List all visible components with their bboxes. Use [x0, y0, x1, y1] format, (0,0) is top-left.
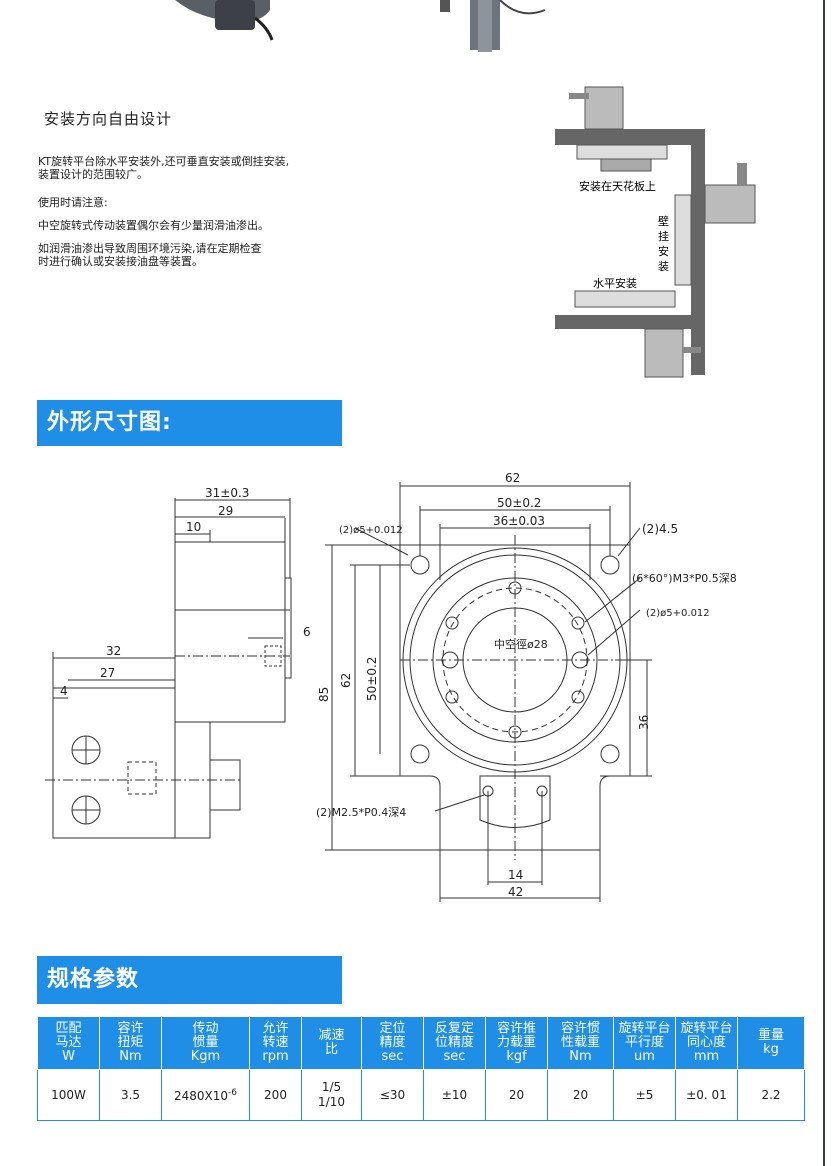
dim-front-42: 42 [508, 885, 523, 899]
label-wall-3: 安 [658, 244, 669, 258]
dim-front-50: 50±0.2 [497, 496, 541, 510]
dim-front-36: 36±0.03 [493, 514, 545, 528]
label-wall-2: 挂 [658, 229, 669, 243]
page-edge-line [823, 0, 825, 1166]
cell-rep-accuracy: ±10 [423, 1069, 486, 1121]
cell-concentric: ±0. 01 [675, 1069, 738, 1121]
note-line: KT旋转平台除水平安装外,还可垂直安装或倒挂安装, [38, 155, 290, 168]
cell-weight: 2.2 [737, 1069, 805, 1121]
note-line: 装置设计的范围较广。 [38, 168, 148, 181]
label-wall-4: 装 [658, 260, 669, 273]
install-orientation-diagram: 安装在天花板上 壁 挂 安 装 水平安装 [555, 86, 756, 378]
dim-side-32: 32 [106, 644, 121, 658]
dim-front-36-right: 36 [637, 715, 651, 730]
label-ceiling: 安装在天花板上 [579, 179, 656, 193]
cell-speed: 200 [249, 1069, 302, 1121]
dim-front-62: 62 [505, 471, 520, 485]
dim-side-31: 31±0.3 [205, 486, 249, 500]
cell-motor: 100W [37, 1069, 100, 1121]
note-line: 如润滑油渗出导致周围环境污染,请在定期检查 [38, 242, 262, 255]
dim-m25-thread: (2)M2.5*P0.4深4 [316, 806, 406, 819]
cell-torque: 3.5 [99, 1069, 162, 1121]
dim-hole-left: (2)ø5+0.012 [339, 525, 403, 536]
dims-section-title: 外形尺寸图: [37, 400, 342, 446]
label-wall-1: 壁 [658, 214, 669, 228]
dim-m3-thread: (6*60°)M3*P0.5深8 [632, 572, 737, 585]
dim-side-6: 6 [303, 625, 311, 639]
label-horizontal: 水平安装 [593, 276, 637, 290]
dim-hollow: 中空徑ø28 [494, 637, 548, 651]
cell-inertia: 2480X10-6 [161, 1069, 250, 1121]
cell-pos-accuracy: ≤30 [361, 1069, 424, 1121]
dim-front-85: 85 [317, 687, 331, 702]
dim-hole-right2: (2)ø5+0.012 [646, 608, 710, 619]
note-line: 中空旋转式传动装置偶尔会有少量润滑油渗出。 [38, 219, 269, 232]
dim-side-29: 29 [218, 504, 233, 518]
dim-side-4: 4 [60, 684, 68, 698]
install-notes: KT旋转平台除水平安装外,还可垂直安装或倒挂安装, 装置设计的范围较广。 使用时… [38, 155, 289, 268]
dim-hole-right: (2)4.5 [642, 522, 678, 536]
install-title: 安装方向自由设计 [44, 110, 173, 128]
note-line: 时进行确认或安装接油盘等装置。 [38, 255, 203, 268]
header-ratio: 减速比 [301, 1016, 362, 1070]
product-photo-fragment [175, 0, 546, 52]
dim-front-50-left: 50±0.2 [365, 657, 379, 701]
dim-side-27: 27 [100, 666, 115, 680]
dimension-drawing: 31±0.3 29 10 6 32 27 4 62 50±0.2 36±0.03… [45, 471, 737, 902]
dim-front-62-left: 62 [339, 673, 353, 688]
dim-front-14: 14 [508, 868, 523, 882]
spec-section-title: 规格参数 [37, 956, 342, 1004]
note-line: 使用时请注意: [38, 196, 108, 209]
dim-side-10: 10 [186, 520, 201, 534]
cell-parallel: ±5 [613, 1069, 676, 1121]
cell-thrust: 20 [485, 1069, 548, 1121]
cell-inertia-load: 20 [547, 1069, 614, 1121]
